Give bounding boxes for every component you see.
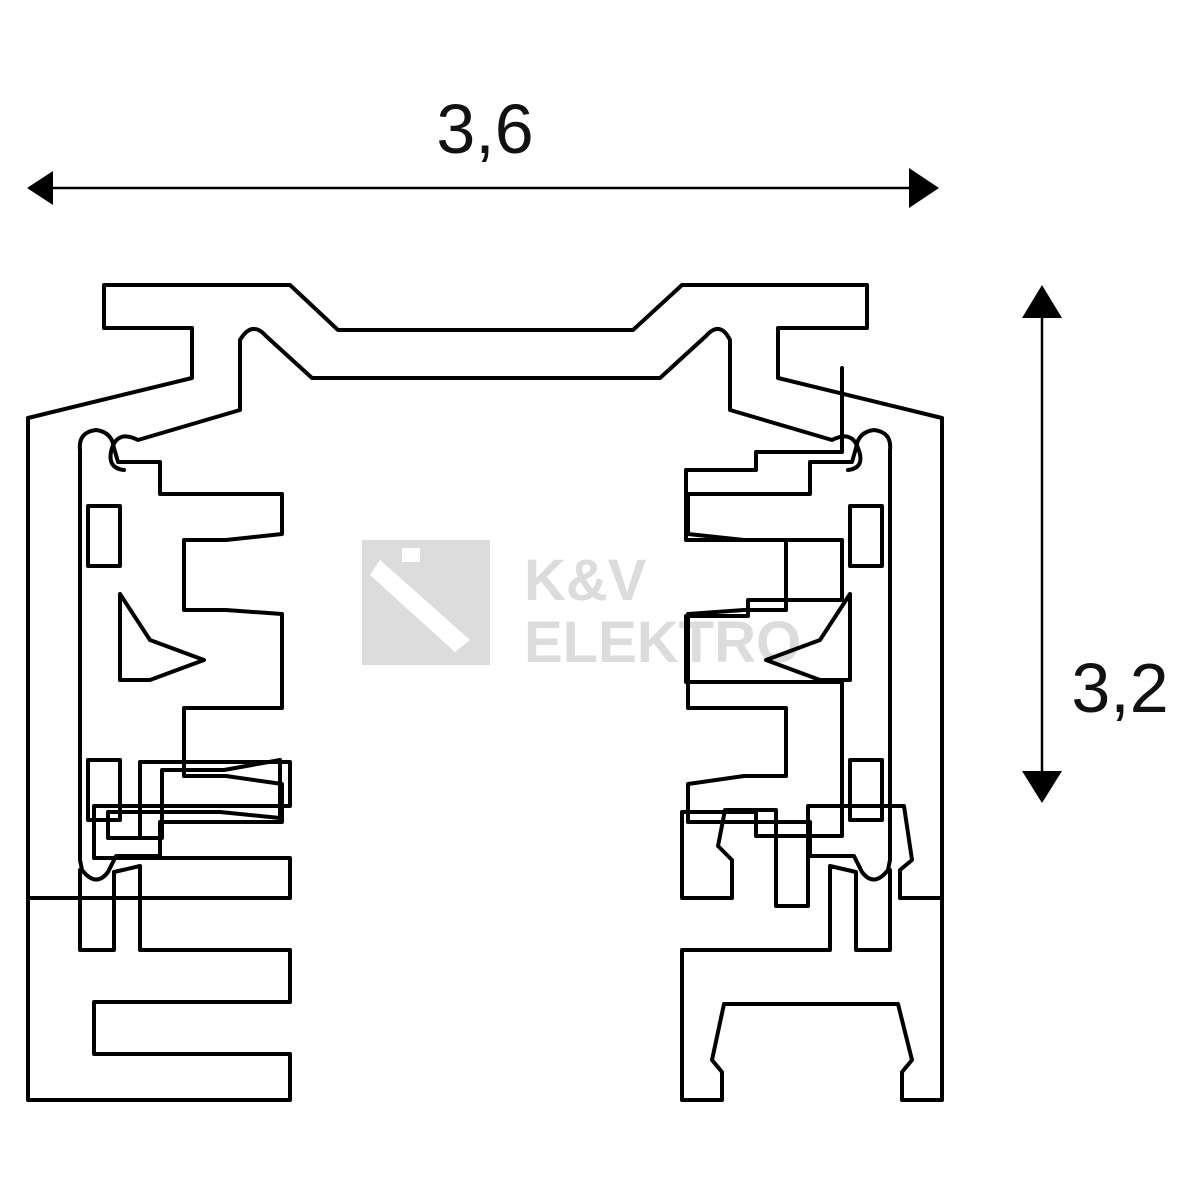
- height-dimension: 3,2: [1022, 285, 1169, 803]
- profile-right-comb: [686, 428, 893, 882]
- profile-top-channel: [108, 327, 863, 472]
- width-label: 3,6: [436, 90, 533, 168]
- profile-right-notch-1: [848, 504, 884, 568]
- watermark: K&V ELEKTRO: [362, 540, 801, 675]
- profile-outer-contour: [26, 283, 944, 908]
- profile-bottom-left-slot: [26, 864, 292, 1102]
- height-label: 3,2: [1071, 649, 1168, 727]
- profile-left-notch-2: [86, 758, 122, 822]
- watermark-logo-icon: [362, 540, 490, 665]
- width-dimension: 3,6: [27, 90, 939, 208]
- profile-right-notch-2: [848, 758, 884, 822]
- watermark-line2: ELEKTRO: [524, 610, 801, 675]
- profile-bottom-right-slot: [680, 864, 944, 1102]
- profile-right-wedge: [764, 592, 852, 682]
- arrow-up-icon: [1022, 285, 1062, 318]
- profile-cross-section: [26, 283, 944, 1102]
- profile-left-wedge: [118, 592, 206, 682]
- arrow-right-icon: [909, 168, 939, 208]
- arrow-left-icon: [27, 171, 53, 205]
- profile-left-comb: [77, 428, 284, 882]
- arrow-down-icon: [1022, 771, 1062, 803]
- profile-left-notch-1: [86, 504, 122, 568]
- watermark-line1: K&V: [524, 548, 647, 613]
